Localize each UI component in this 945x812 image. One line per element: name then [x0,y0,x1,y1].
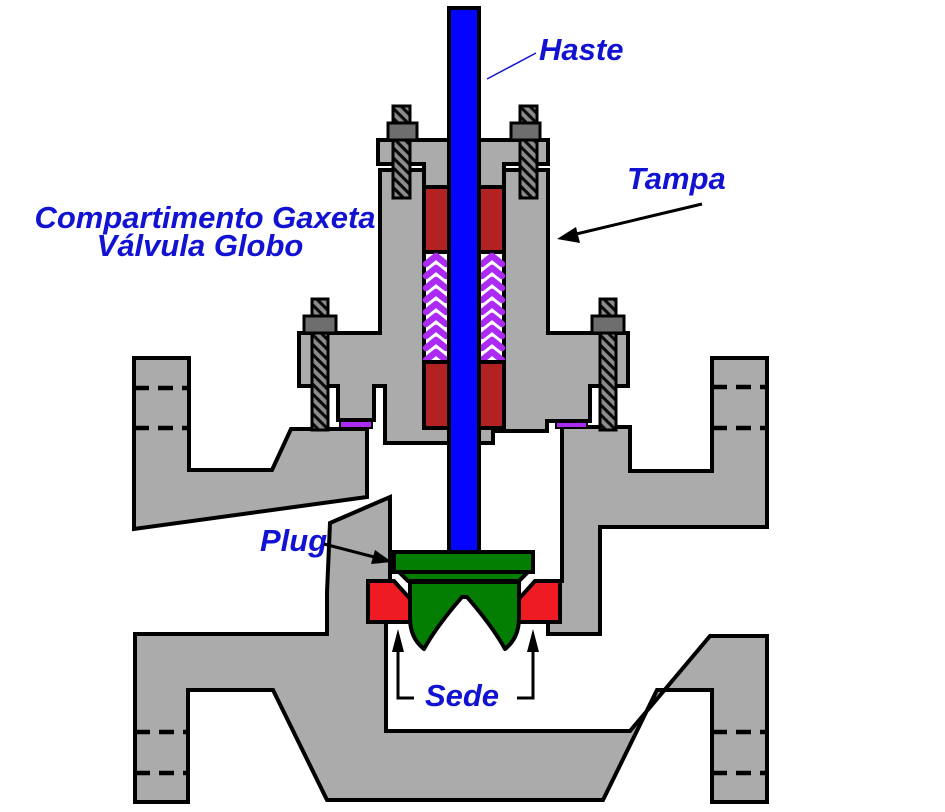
plug-arrow [323,542,392,564]
body-left-upper-arm [132,356,369,532]
stud-nut-right [590,314,626,335]
label-sede: Sede [425,678,499,713]
plug-contour-skirt [408,580,521,651]
gland-bolt-left [386,104,419,200]
label-plug: Plug [260,523,327,558]
flange-hidden-lines [134,384,767,776]
seat-ring-right [514,579,562,624]
bonnet-stud-left [302,297,338,432]
label-tampa: Tampa [627,161,726,196]
bonnet-stud-right [590,297,626,432]
body-lower [133,493,769,804]
title-line1: Compartimento Gaxeta [34,200,375,235]
gland-nut-right [509,121,542,142]
seat-ring-left [366,579,415,624]
stud-nut-left [302,314,338,335]
sede-arrowheads [392,629,539,652]
label-haste: Haste [539,32,623,67]
stem-haste [447,6,481,558]
title-line2: Válvula Globo [97,228,304,263]
gland-bolt-right [509,104,542,200]
tampa-arrow [557,202,703,243]
plug [392,550,535,651]
sede-pointers [396,650,535,700]
haste-leader-line [486,52,537,80]
gland-nut-left [386,121,419,142]
